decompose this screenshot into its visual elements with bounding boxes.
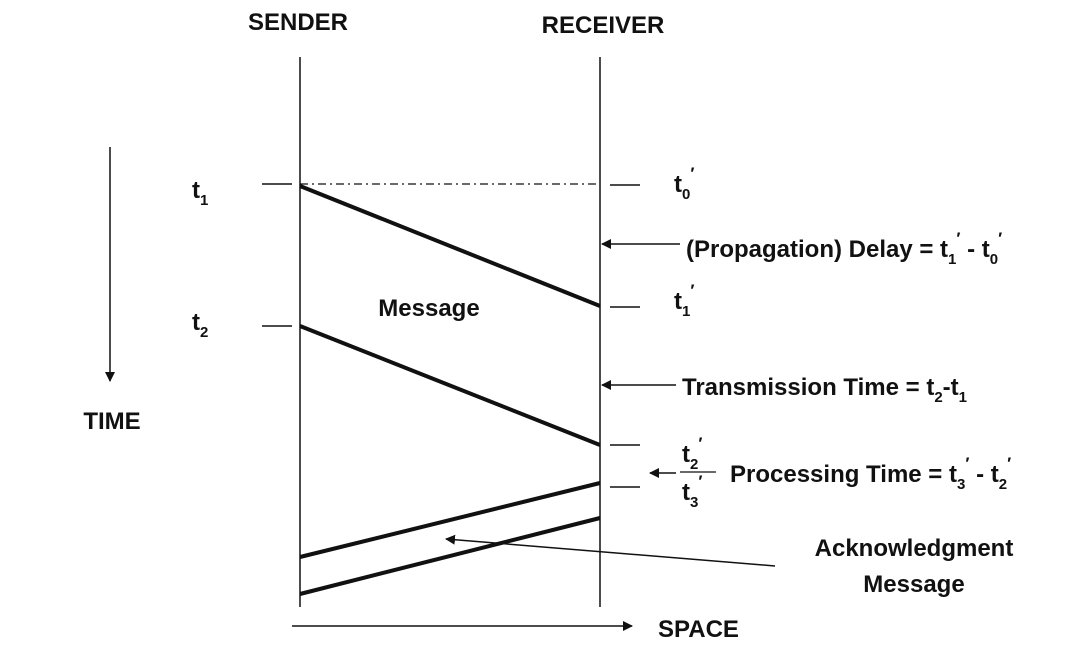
message-label: Message bbox=[378, 295, 479, 322]
t3-prime-label: t3′ bbox=[682, 472, 702, 511]
ack-label-line1: Acknowledgment bbox=[815, 535, 1014, 562]
t1-label: t1 bbox=[192, 177, 208, 209]
ack-label-line2: Message bbox=[863, 571, 964, 598]
processing-time-label: Processing Time = t3′ - t2′ bbox=[730, 454, 1011, 493]
time-label: TIME bbox=[83, 408, 140, 435]
message-first-bit-line bbox=[299, 184, 601, 308]
ack-last-bit-line bbox=[299, 516, 601, 596]
t2-prime-label: t2′ bbox=[682, 434, 702, 473]
t2-label: t2 bbox=[192, 309, 208, 341]
sender-label: SENDER bbox=[248, 9, 348, 36]
message-last-bit-line bbox=[299, 324, 601, 447]
ack-first-bit-line bbox=[299, 481, 601, 559]
space-label: SPACE bbox=[658, 616, 739, 643]
t0-prime-label: t0′ bbox=[674, 164, 694, 203]
receiver-label: RECEIVER bbox=[542, 12, 665, 39]
t1-prime-label: t1′ bbox=[674, 281, 694, 320]
propagation-delay-label: (Propagation) Delay = t1′ - t0′ bbox=[686, 229, 1002, 268]
ack-pointer-arrow bbox=[445, 534, 776, 567]
transmission-time-label: Transmission Time = t2-t1 bbox=[682, 374, 967, 406]
